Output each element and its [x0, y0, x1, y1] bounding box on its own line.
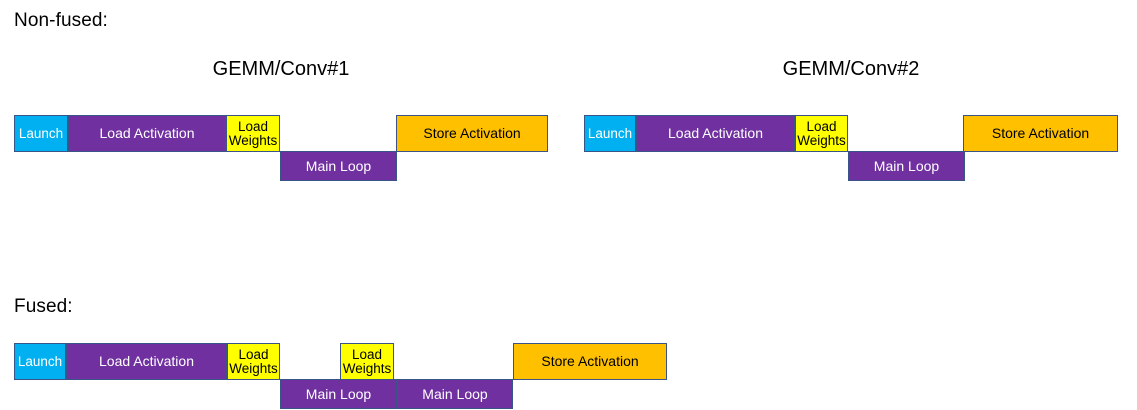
group-title-gemm-conv-2: GEMM/Conv#2 [782, 58, 920, 80]
timeline-bar-label: Main Loop [305, 385, 372, 402]
timeline-bar-store-activation-2: Store Activation [963, 115, 1118, 152]
timeline-bar-label: Launch [587, 125, 633, 141]
timeline-bar-main-loop-1: Main Loop [280, 151, 397, 181]
timeline-bar-label: Main Loop [873, 157, 940, 174]
timeline-bar-main-loop-f2: Main Loop [397, 379, 513, 409]
timeline-bar-label: Store Activation [541, 353, 639, 370]
timeline-bar-main-loop-2: Main Loop [848, 151, 965, 181]
timeline-bar-label: Load Activation [99, 125, 195, 142]
timeline-bar-label: Load Weights [797, 118, 846, 148]
timeline-bar-load-weights-1: Load Weights [226, 115, 280, 152]
timeline-bar-label: Load Activation [668, 125, 763, 142]
timeline-bar-load-weights-f2: Load Weights [340, 343, 394, 380]
timeline-bar-load-weights-f1: Load Weights [227, 343, 280, 380]
timeline-bar-label: Main Loop [422, 385, 488, 402]
timeline-bar-launch-f: Launch [14, 343, 66, 380]
timeline-bar-load-weights-2: Load Weights [795, 115, 848, 152]
timeline-bar-store-activation-f: Store Activation [513, 343, 667, 380]
timeline-bar-load-activation-1: Load Activation [68, 115, 226, 152]
timeline-bar-label: Load Weights [228, 118, 278, 148]
timeline-bar-load-activation-f: Load Activation [66, 343, 227, 380]
timeline-bar-label: Load Weights [229, 346, 278, 376]
timeline-bar-label: Load Activation [99, 353, 194, 370]
timeline-bar-label: Store Activation [991, 125, 1090, 142]
timeline-bar-label: Main Loop [305, 157, 372, 174]
timeline-bar-label: Launch [18, 125, 64, 141]
group-title-gemm-conv-1: GEMM/Conv#1 [212, 58, 350, 80]
timeline-bar-main-loop-f1: Main Loop [280, 379, 397, 409]
section-label-fused: Fused: [14, 296, 73, 317]
timeline-bar-load-activation-2: Load Activation [636, 115, 795, 152]
timeline-bar-launch-1: Launch [14, 115, 68, 152]
section-label-non-fused: Non-fused: [14, 10, 108, 31]
timeline-bar-launch-2: Launch [584, 115, 636, 152]
timeline-bar-label: Load Weights [342, 346, 392, 376]
timeline-bar-store-activation-1: Store Activation [396, 115, 548, 152]
timeline-bar-label: Store Activation [423, 125, 521, 142]
timeline-bar-label: Launch [17, 353, 63, 369]
